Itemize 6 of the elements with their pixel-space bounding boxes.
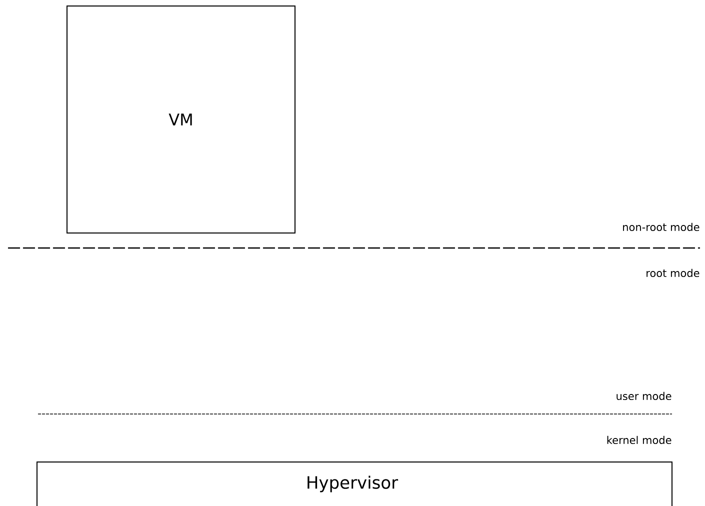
mode-label: non-root mode [623, 222, 700, 232]
hypervisor-box: Hypervisor [36, 461, 672, 506]
vm-box: VM [66, 6, 296, 234]
mode-label: root mode [646, 268, 700, 278]
mode-label: kernel mode [607, 436, 672, 444]
mode-label: user mode [616, 392, 672, 400]
